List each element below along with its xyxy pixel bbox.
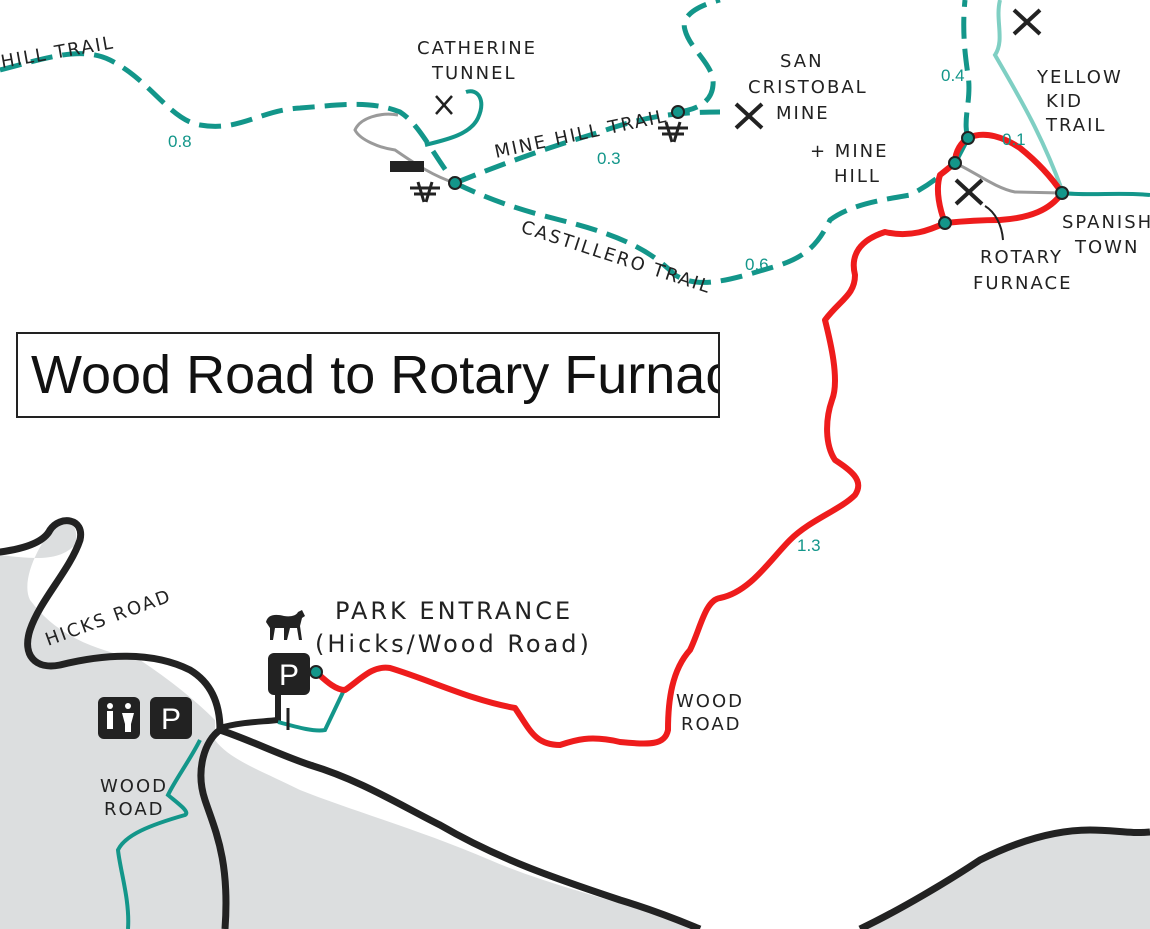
castillero-trail-label: CASTILLERO TRAIL bbox=[518, 217, 714, 298]
mine-icon bbox=[954, 178, 984, 206]
parking-icon bbox=[268, 653, 310, 695]
side-road bbox=[197, 727, 230, 929]
junction-dots bbox=[309, 105, 1069, 679]
distance-wood-road: 1.3 bbox=[797, 536, 821, 555]
mine-icon bbox=[1012, 8, 1042, 36]
hicks-road-label: HICKS ROAD bbox=[43, 586, 175, 651]
san-cristobal-label-2: CRISTOBAL bbox=[748, 77, 868, 98]
trail-junction-icon bbox=[948, 156, 962, 170]
entrance-road bbox=[219, 690, 281, 731]
trail-junction-icon bbox=[309, 665, 323, 679]
picnic-table-icon bbox=[410, 181, 440, 203]
san-cristobal-label-1: SAN bbox=[780, 51, 824, 72]
spanish-town-label-2: TOWN bbox=[1074, 237, 1139, 258]
picnic-table-icon bbox=[658, 121, 688, 143]
mine-hill-trail-label: MINE HILL TRAIL bbox=[493, 106, 670, 163]
san-cristobal-label-3: MINE bbox=[776, 103, 830, 124]
outside-area bbox=[0, 519, 690, 929]
yellow-kid-label-3: TRAIL bbox=[1045, 115, 1106, 136]
catherine-label-2: TUNNEL bbox=[431, 63, 517, 84]
rotary-label-1: ROTARY bbox=[980, 247, 1063, 268]
yellow-kid-label-2: KID bbox=[1046, 91, 1083, 112]
wood-road-left-label-1: WOOD bbox=[100, 776, 168, 797]
parking-letter: P bbox=[279, 659, 299, 692]
restroom-icon bbox=[98, 697, 140, 739]
trail-junction-icon bbox=[671, 105, 685, 119]
wood-road-left-trail bbox=[115, 739, 202, 929]
yellow-kid-trail-line bbox=[992, 0, 1064, 191]
distance-loop: 0.1 bbox=[1002, 130, 1026, 149]
spanish-town-label-1: SPANISH bbox=[1062, 212, 1150, 233]
yellow-kid-label-1: YELLOW bbox=[1036, 67, 1123, 88]
hicks-road bbox=[0, 517, 224, 734]
wood-road-label-1: WOOD bbox=[676, 691, 744, 712]
distance-mine-hill: 0.3 bbox=[597, 149, 621, 168]
main-road bbox=[218, 726, 702, 929]
catherine-spur bbox=[424, 89, 484, 147]
mine-hill-label-1: + MINE bbox=[810, 141, 888, 162]
parking-icon bbox=[150, 697, 192, 739]
rotary-leader-line bbox=[984, 205, 1004, 241]
distance-hill-trail: 0.8 bbox=[168, 132, 192, 151]
wood-road-label-2: ROAD bbox=[681, 714, 742, 735]
distance-castillero: 0.6 bbox=[745, 255, 769, 274]
park-entrance-label-1: PARK ENTRANCE bbox=[335, 597, 573, 625]
trailhead-marker bbox=[390, 161, 424, 172]
mine-hill-label-2: HILL bbox=[834, 166, 881, 187]
restroom-figures bbox=[107, 703, 134, 732]
parking-letter-2: P bbox=[161, 703, 181, 736]
map-title: Wood Road to Rotary Furnace bbox=[16, 332, 720, 418]
rotary-label-2: FURNACE bbox=[973, 273, 1072, 294]
wood-road-left-label-2: ROAD bbox=[104, 799, 165, 820]
right-road bbox=[858, 826, 1150, 929]
trail-junction-icon bbox=[1055, 186, 1069, 200]
mine-icon bbox=[435, 95, 453, 115]
park-entrance-label-2: (Hicks/Wood Road) bbox=[315, 630, 592, 658]
distance-north-link: 0.4 bbox=[941, 66, 965, 85]
entrance-connector-trail bbox=[277, 687, 347, 733]
highlighted-route bbox=[314, 135, 970, 748]
mine-icon bbox=[734, 102, 764, 130]
spanish-town-exit bbox=[1061, 191, 1150, 197]
catherine-label-1: CATHERINE bbox=[417, 38, 537, 59]
outside-area-right bbox=[860, 830, 1150, 929]
horse-icon bbox=[266, 610, 305, 640]
trail-junction-icon bbox=[961, 131, 975, 145]
trail-junction-icon bbox=[448, 176, 462, 190]
trail-junction-icon bbox=[938, 216, 952, 230]
hill-trail-label: HILL TRAIL bbox=[0, 32, 116, 73]
